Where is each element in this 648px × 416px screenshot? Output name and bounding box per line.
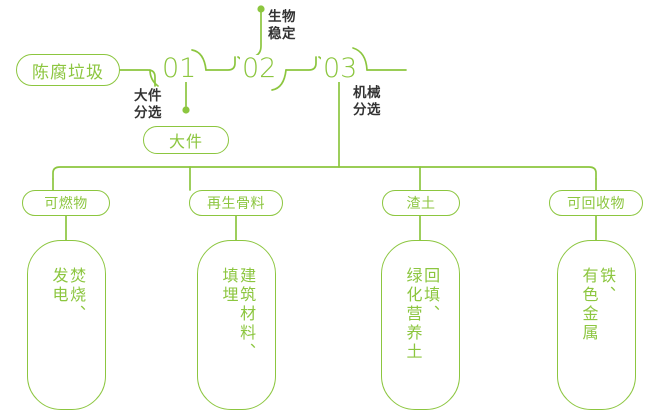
node-category-recyclable[interactable]: 可回收物 <box>549 190 643 216</box>
node-start-waste[interactable]: 陈腐垃圾 <box>16 54 120 86</box>
use-line: 发电 <box>49 267 67 305</box>
distribution-bus <box>52 166 597 180</box>
annotation-stage-03: 机械 分选 <box>353 85 381 117</box>
node-output-bulky[interactable]: 大件 <box>143 126 229 154</box>
dot-bulky-branch <box>182 106 190 114</box>
use-line: 铁、 <box>597 267 615 305</box>
stage-number-02[interactable]: 02 <box>240 53 279 84</box>
arc-02-right <box>271 69 287 91</box>
node-category-slag[interactable]: 渣土 <box>382 190 460 216</box>
node-category-combustible[interactable]: 可燃物 <box>22 190 110 216</box>
use-line: 建筑材料、 <box>237 267 255 362</box>
use-line: 有色金属 <box>579 267 597 343</box>
use-line: 回填、 <box>421 267 439 324</box>
arc-01-left <box>149 69 159 87</box>
arc-03-right <box>352 47 368 71</box>
stage-number-01[interactable]: 01 <box>160 53 199 84</box>
wire-start-to-01 <box>119 69 156 87</box>
arc-01-right <box>191 49 207 71</box>
box-use-recyclable[interactable]: 铁、 有色金属 <box>557 240 636 410</box>
use-line: 焚烧、 <box>67 267 85 324</box>
annotation-stage-02: 生物 稳定 <box>268 9 296 41</box>
stage-number-03[interactable]: 03 <box>321 53 360 84</box>
wire-02-to-03 <box>285 56 317 71</box>
box-use-combustible[interactable]: 焚烧、 发电 <box>27 240 106 410</box>
use-line: 填埋 <box>219 267 237 305</box>
box-use-slag[interactable]: 回填、 绿化营养土 <box>381 240 460 410</box>
box-use-aggregate[interactable]: 建筑材料、 填埋 <box>197 240 276 410</box>
wire-bio-label <box>250 11 262 58</box>
wire-01-to-02 <box>205 56 236 71</box>
dot-bio-label <box>257 5 265 13</box>
use-line: 绿化营养土 <box>403 267 421 362</box>
node-category-aggregate[interactable]: 再生骨料 <box>189 190 283 216</box>
annotation-stage-01: 大件 分选 <box>134 88 162 120</box>
